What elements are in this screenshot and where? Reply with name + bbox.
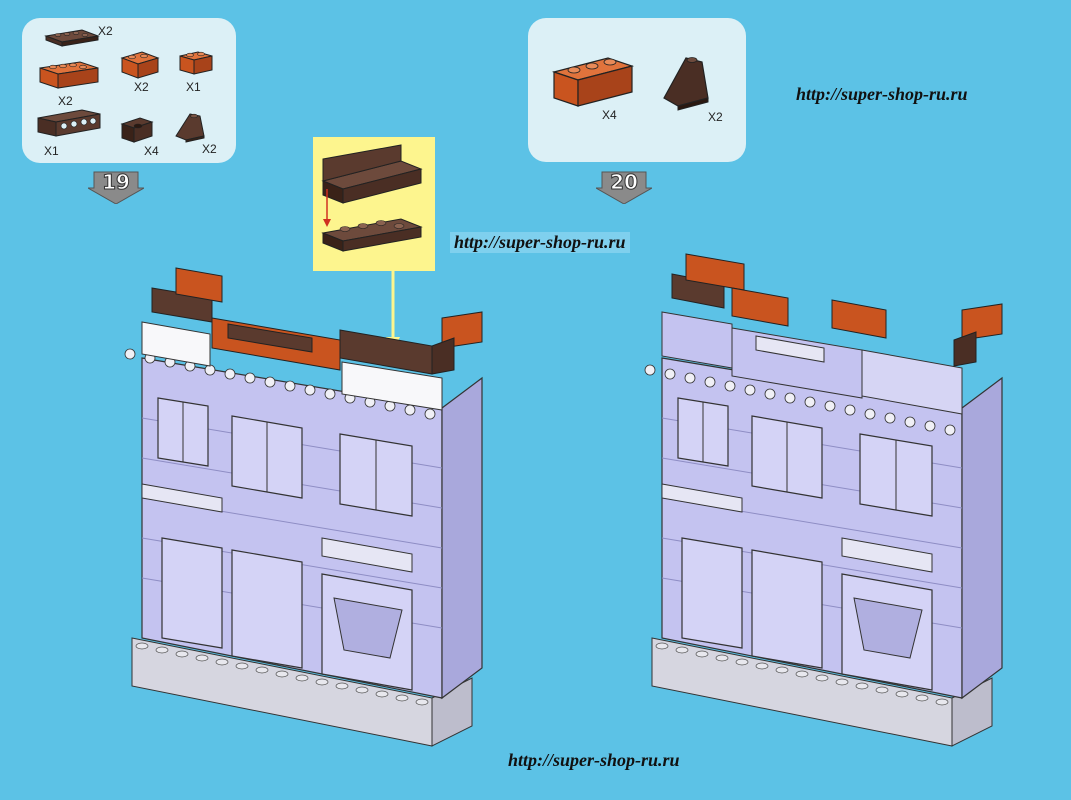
parts-panel-step-19: X2 X2 X2 X1 X1 [22,18,236,163]
step-20-arrow-icon [596,171,652,204]
part-qty: X1 [186,80,201,94]
parts-panel-step-20: X4 X2 [528,18,746,162]
part-qty: X4 [144,144,159,158]
brown-slope-icon [663,57,709,111]
brown-plate-1x4-icon [44,29,100,47]
fence-attach-detail-icon [321,144,423,252]
orange-corner-brick-icon [120,51,160,79]
part-qty: X1 [44,144,59,158]
step-number-20: 20 [610,170,639,195]
brown-slope-icon [175,113,205,143]
part-qty: X2 [58,94,73,108]
building-model-step-20 [644,253,1003,747]
building-model-step-19 [124,267,483,747]
part-qty: X2 [202,142,217,156]
part-qty: X2 [98,24,113,38]
step-number-19: 19 [102,170,131,195]
orange-brick-1x2-icon [179,51,213,75]
step-19-arrow-icon [88,171,144,204]
watermark-url-middle: http://super-shop-ru.ru [450,232,630,253]
orange-brick-1x4-icon [39,61,99,89]
watermark-url-bottom: http://super-shop-ru.ru [508,750,680,770]
part-qty: X4 [602,108,617,122]
part-qty: X2 [134,80,149,94]
assembly-callout [313,137,435,271]
part-qty: X2 [708,110,723,124]
orange-brick-1x3-icon [551,57,635,107]
brown-fence-icon [37,109,101,137]
watermark-url-top-right: http://super-shop-ru.ru [796,84,968,104]
brown-bracket-icon [120,117,154,143]
